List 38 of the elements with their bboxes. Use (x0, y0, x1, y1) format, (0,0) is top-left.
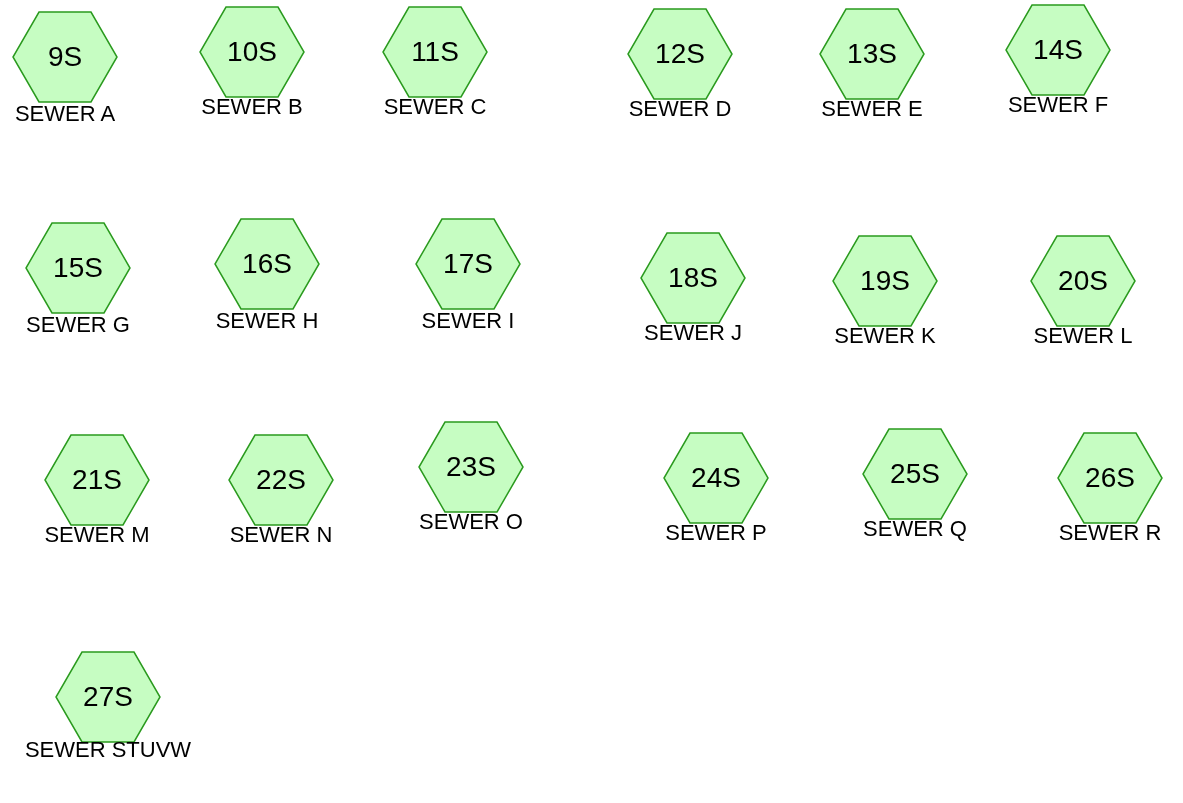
caption-text: SEWER A (14, 101, 116, 127)
node-label: 18S (668, 262, 718, 294)
caption-text: SEWER I (421, 308, 515, 334)
node-label: 14S (1033, 34, 1083, 66)
caption-text: SEWER N (229, 522, 333, 548)
node-label: 19S (860, 265, 910, 297)
node-label: 23S (446, 451, 496, 483)
caption-text: SEWER K (834, 323, 936, 349)
caption-text: SEWER R (1058, 520, 1162, 546)
caption-text: SEWER F (1007, 92, 1109, 118)
caption-text: SEWER Q (863, 516, 967, 542)
node-label: 11S (411, 36, 459, 68)
node-label: 21S (72, 464, 122, 496)
caption-text: SEWER E (821, 96, 923, 122)
node-label: 22S (256, 464, 306, 496)
node-label: 15S (53, 252, 103, 284)
caption-text: SEWER H (215, 308, 319, 334)
caption-text: SEWER J (644, 320, 742, 346)
caption-text: SEWER P (665, 520, 767, 546)
caption-text: SEWER STUVW (24, 737, 192, 763)
node-label: 13S (847, 38, 897, 70)
node-label: 9S (47, 41, 83, 73)
node-label: 25S (890, 458, 940, 490)
caption-text: SEWER B (201, 94, 303, 120)
caption-text: SEWER L (1033, 323, 1133, 349)
caption-text: SEWER G (26, 312, 130, 338)
caption-text: SEWER M (44, 522, 150, 548)
node-label: 16S (242, 248, 292, 280)
node-label: 24S (691, 462, 741, 494)
node-label: 17S (443, 248, 493, 280)
node-label: 20S (1058, 265, 1108, 297)
node-label: 26S (1085, 462, 1135, 494)
node-label: 10S (227, 36, 277, 68)
caption-text: SEWER D (628, 96, 732, 122)
node-label: 12S (655, 38, 705, 70)
caption-text: SEWER C (383, 94, 487, 120)
node-label: 27S (83, 681, 133, 713)
caption-text: SEWER O (419, 509, 523, 535)
